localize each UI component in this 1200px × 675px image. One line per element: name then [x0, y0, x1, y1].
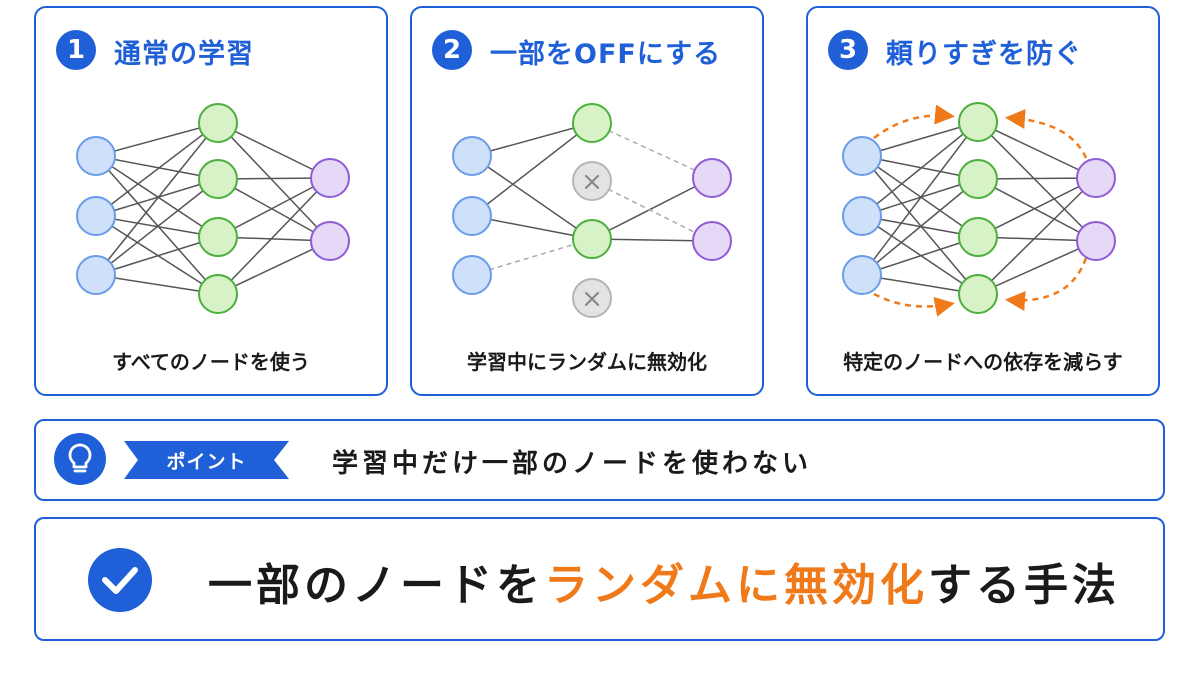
hidden-node: [958, 159, 998, 199]
input-node: [452, 136, 492, 176]
drop-icon: ×: [581, 167, 603, 197]
panel-normal-training: 1 通常の学習: [34, 6, 388, 396]
input-node: [76, 255, 116, 295]
step-number-3: 3: [828, 30, 868, 70]
input-node: [76, 196, 116, 236]
panel-prevent-overreliance: 3 頼りすぎを防ぐ: [806, 6, 1160, 396]
hidden-node: [572, 103, 612, 143]
point-box: ポイント 学習中だけ一部のノードを使わない: [34, 419, 1165, 501]
lightbulb-icon: [54, 433, 106, 485]
summary-highlight: ランダムに無効化: [544, 560, 928, 611]
output-node: [692, 158, 732, 198]
output-node: [310, 158, 350, 198]
arrow-bottom-left: [873, 292, 955, 317]
point-tag-label: ポイント: [166, 450, 247, 473]
output-node: [1076, 221, 1116, 261]
output-node: [1076, 158, 1116, 198]
summary-text: 一部のノードをランダムに無効化する手法: [208, 549, 1120, 613]
drop-icon: ×: [581, 284, 603, 314]
summary-before: 一部のノードを: [208, 560, 544, 611]
arrow-top-right: [1005, 109, 1088, 159]
panel-title-3: 頼りすぎを防ぐ: [886, 39, 1082, 70]
input-node: [842, 196, 882, 236]
hidden-node: [198, 217, 238, 257]
hidden-node: [958, 102, 998, 142]
arrow-top-left: [873, 104, 955, 139]
panel-caption-2: 学習中にランダムに無効化: [467, 350, 707, 374]
input-node: [842, 255, 882, 295]
output-node: [310, 221, 350, 261]
hidden-node: [198, 103, 238, 143]
panel-dropout: 2 一部をOFFにする × ×: [410, 6, 764, 396]
network-diagram-robust: [842, 102, 1116, 317]
hidden-node: [958, 274, 998, 314]
hidden-node: [198, 274, 238, 314]
arrow-bottom-right: [1005, 257, 1088, 311]
hidden-node: [198, 159, 238, 199]
hidden-node: [572, 219, 612, 259]
panel-title-2: 一部をOFFにする: [490, 39, 722, 70]
input-node: [76, 136, 116, 176]
output-node: [692, 221, 732, 261]
dropped-node: [572, 278, 612, 318]
hidden-node: [958, 217, 998, 257]
input-node: [452, 255, 492, 295]
input-node: [452, 196, 492, 236]
summary-box: 一部のノードをランダムに無効化する手法: [34, 517, 1165, 641]
summary-after: する手法: [928, 560, 1120, 611]
network-diagram-dropout: × ×: [452, 103, 732, 318]
point-tag: ポイント: [124, 441, 289, 479]
panel-caption-3: 特定のノードへの依存を減らす: [843, 350, 1123, 374]
check-icon: [88, 548, 152, 612]
network-diagram-normal: [76, 103, 350, 314]
step-number-1: 1: [56, 30, 96, 70]
input-node: [842, 136, 882, 176]
point-text: 学習中だけ一部のノードを使わない: [332, 449, 813, 479]
step-number-2: 2: [432, 30, 472, 70]
dropped-node: [572, 161, 612, 201]
panel-caption-1: すべてのノードを使う: [112, 350, 310, 374]
panel-title-1: 通常の学習: [114, 39, 254, 70]
